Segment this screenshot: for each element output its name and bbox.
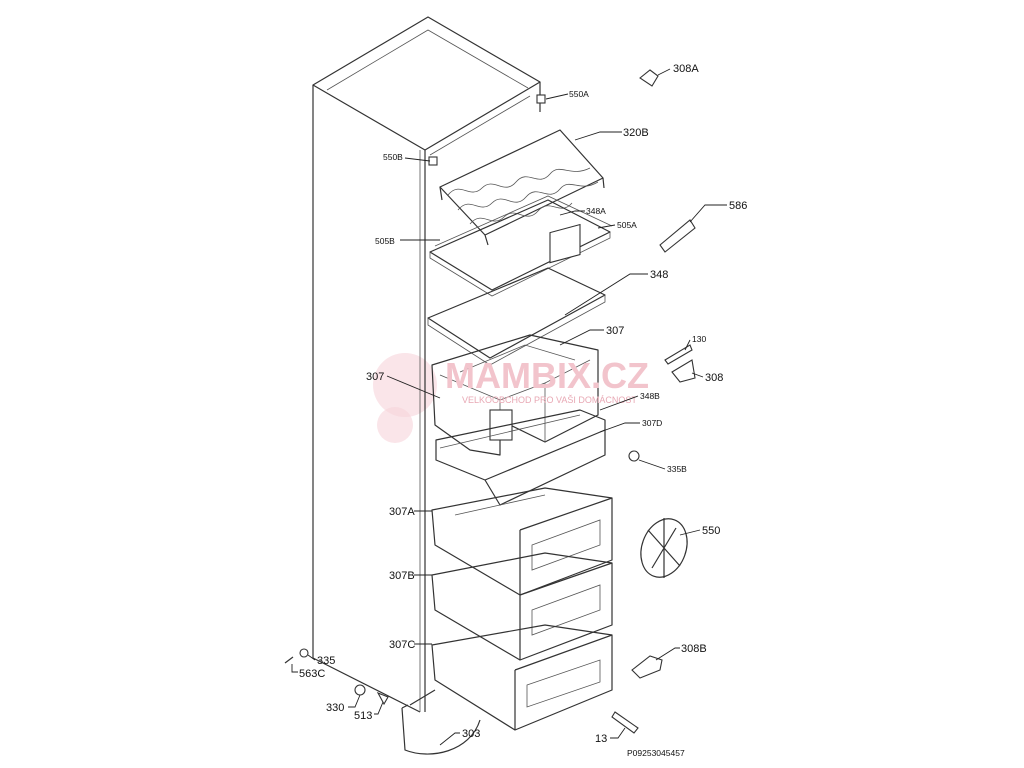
part-348a-glass-shelf <box>429 195 613 297</box>
label-586: 586 <box>729 200 747 212</box>
part-303-strip <box>409 689 436 706</box>
label-513: 513 <box>354 710 372 722</box>
part-130 <box>664 344 693 365</box>
label-303: 303 <box>462 728 480 740</box>
part-563c <box>284 656 294 664</box>
label-307-right: 307 <box>606 325 624 337</box>
part-303-kickplate <box>401 704 481 755</box>
part-13 <box>611 711 639 734</box>
label-505b: 505B <box>375 236 395 246</box>
label-505a: 505A <box>617 220 637 230</box>
label-307a: 307A <box>389 506 415 518</box>
part-307c-drawer <box>431 624 613 731</box>
label-130: 130 <box>692 334 706 344</box>
label-335: 335 <box>317 655 335 667</box>
leader-lines <box>291 68 727 746</box>
label-307d: 307D <box>642 418 662 428</box>
part-513 <box>376 691 389 706</box>
label-550b: 550B <box>383 152 403 162</box>
label-308b: 308B <box>681 643 707 655</box>
label-307c: 307C <box>389 639 415 651</box>
label-13: 13 <box>595 733 607 745</box>
part-308a <box>639 69 659 87</box>
part-307d-cover <box>435 409 606 506</box>
label-335b: 335B <box>667 464 687 474</box>
part-550b <box>428 156 438 166</box>
label-348a: 348A <box>586 206 606 216</box>
part-330 <box>354 684 366 696</box>
label-307b: 307B <box>389 570 415 582</box>
drawing-code: P09253045457 <box>627 748 685 758</box>
callout-labels: 308A 550A 320B 550B 348A 505A 505B 586 3… <box>299 63 747 758</box>
part-550a <box>536 94 546 104</box>
part-348-glass-shelf <box>427 267 606 366</box>
part-550-fan <box>640 518 688 578</box>
part-586 <box>659 219 696 253</box>
part-307a-drawer <box>431 487 613 596</box>
part-335b <box>628 450 640 462</box>
label-308a: 308A <box>673 63 699 75</box>
part-320b-bottle-rack <box>439 129 605 246</box>
part-308 <box>671 359 696 383</box>
cabinet <box>312 16 541 713</box>
label-563c: 563C <box>299 668 325 680</box>
label-550a: 550A <box>569 89 589 99</box>
label-320b: 320B <box>623 127 649 139</box>
label-307-left: 307 <box>366 371 384 383</box>
part-308b <box>631 655 663 679</box>
label-308: 308 <box>705 372 723 384</box>
watermark-brand: MAMBIX.CZ <box>445 355 649 396</box>
part-307-boxes <box>431 223 599 456</box>
label-348b: 348B <box>640 391 660 401</box>
watermark-figure <box>373 353 437 443</box>
part-307b-drawer <box>431 552 613 661</box>
part-335 <box>299 648 309 658</box>
label-330: 330 <box>326 702 344 714</box>
watermark-tagline: VELKOOBCHOD PRO VAŠI DOMÁCNOST <box>462 395 637 405</box>
watermark: MAMBIX.CZ VELKOOBCHOD PRO VAŠI DOMÁCNOST <box>445 355 649 405</box>
label-348: 348 <box>650 269 668 281</box>
label-550: 550 <box>702 525 720 537</box>
